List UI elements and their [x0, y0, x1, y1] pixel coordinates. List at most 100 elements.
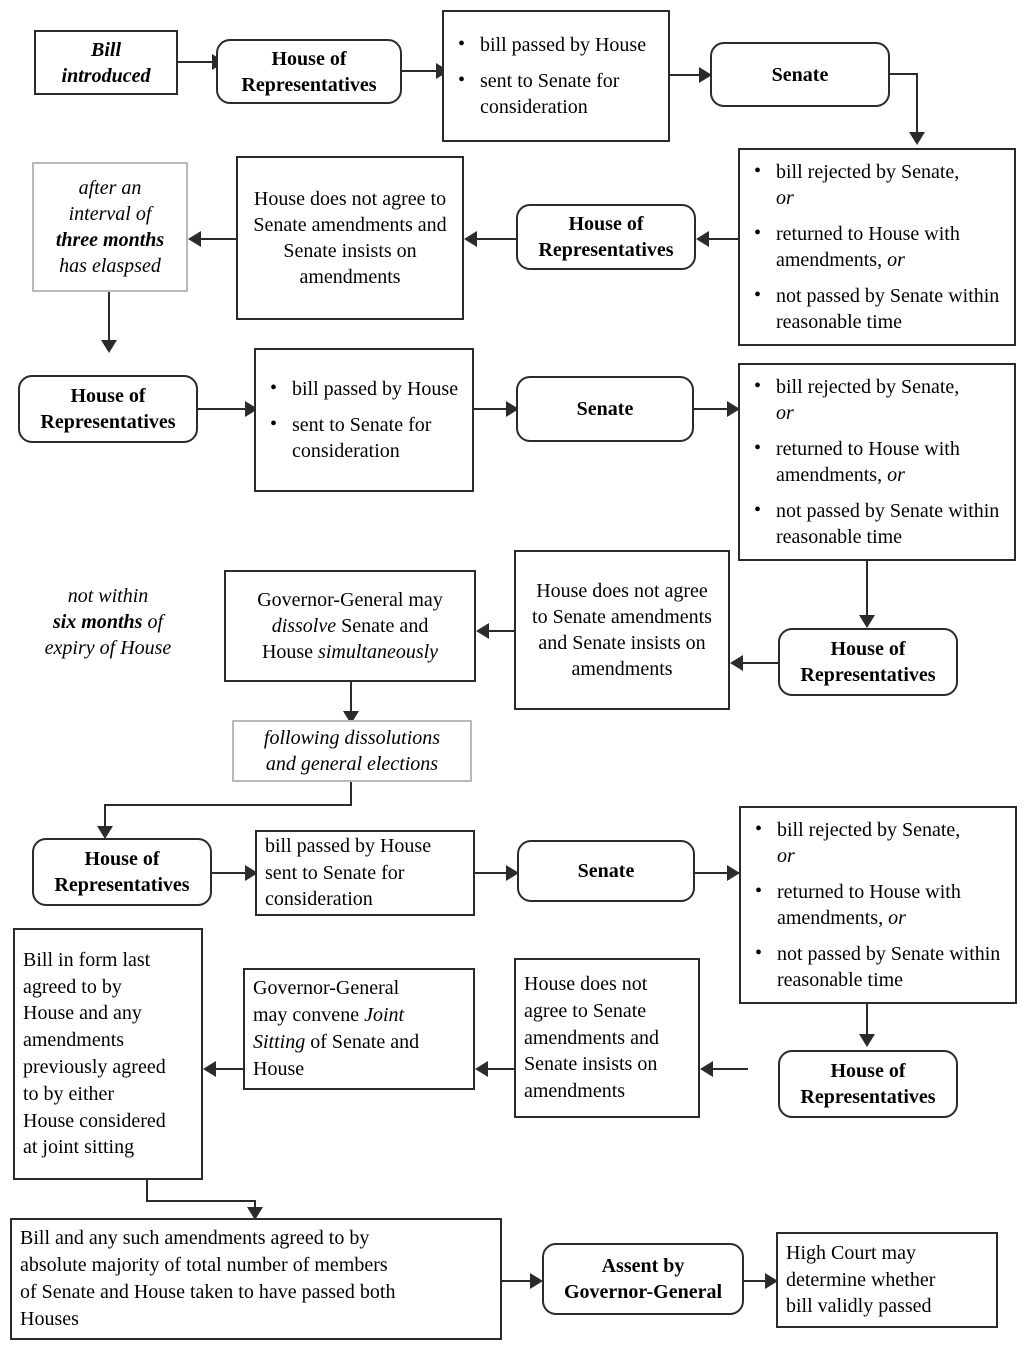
connector-billform-elbow-v1 [146, 1180, 148, 1202]
hor2-line-2: Representatives [538, 239, 674, 261]
bfl-line-5: previously agreed [23, 1056, 166, 1078]
arrowhead-disagree1-to-threemonths [188, 231, 201, 247]
arrowhead-hor4-to-disagree2 [730, 655, 743, 671]
connector-disagree3-to-jointsitting [477, 1068, 515, 1070]
node-bill-passed-1: bill passed by House sent to Senate for … [442, 10, 670, 142]
passed-both-lines: Bill and any such amendments agreed to b… [12, 1225, 500, 1332]
node-house-of-representatives-5: House of Representatives [32, 838, 212, 906]
arrowhead-senate1-to-rejected1 [909, 132, 925, 145]
rej2-text: returned to House with amendments, [776, 438, 960, 486]
hor1-line-2: Representatives [241, 73, 377, 96]
hc-line-1: High Court may [786, 1241, 916, 1264]
js-of-senate: of Senate and [310, 1031, 420, 1053]
node-bill-form-last-agreed: Bill in form last agreed to by House and… [13, 928, 203, 1180]
connector-dissolve-to-following [350, 682, 352, 718]
connector-bill-to-hor1 [178, 61, 216, 63]
arrowhead-senate3-to-rejected3 [727, 865, 740, 881]
hor5-line-2: Representatives [54, 874, 190, 896]
list-item: returned to House with amendments, or [751, 878, 1009, 931]
hd-line-4: Senate insists on [524, 1053, 658, 1076]
senate-3-label: Senate [577, 860, 635, 882]
node-senate-1: Senate [710, 42, 890, 107]
node-senate-2: Senate [516, 376, 694, 442]
node-rejected-2: bill rejected by Senate, or returned to H… [738, 363, 1016, 561]
hc-line-2: determine whether [786, 1268, 936, 1291]
arrowhead-hor6-to-disagree3 [700, 1061, 713, 1077]
arrowhead-passed3-to-senate3 [506, 865, 519, 881]
connector-disagree1-to-threemonths [190, 238, 236, 240]
bfl-line-2: agreed to by [23, 975, 122, 998]
p3-line-3: consideration [265, 888, 373, 911]
connector-following-elbow-v1 [350, 782, 352, 806]
list-item: sent to Senate for consideration [266, 411, 466, 464]
list-item: returned to House with amendments, or [750, 435, 1008, 488]
js-may-convene: may convene [253, 1004, 360, 1027]
node-house-of-representatives-3: House of Representatives [18, 375, 198, 443]
bill-passed-2-list: bill passed by House sent to Senate for … [256, 375, 472, 464]
node-bill-passed-3: bill passed by House sent to Senate for … [255, 830, 475, 916]
node-house-of-representatives-4: House of Representatives [778, 628, 958, 696]
bfl-line-3: House and any [23, 1002, 142, 1025]
arrowhead-threemonths-to-hor3 [101, 340, 117, 353]
connector-hor2-to-disagree1 [466, 238, 516, 240]
simultaneously-word: simultaneously [318, 641, 439, 663]
p3-line-2: sent to Senate for [265, 861, 405, 884]
bfl-line-4: amendments [23, 1029, 125, 1052]
rej1-or: or [776, 187, 794, 209]
connector-jointsitting-to-billform [205, 1068, 243, 1070]
hd-line-5: amendments [524, 1080, 626, 1103]
node-three-months: after an interval of three months has el… [32, 162, 188, 292]
rej2-text: returned to House with amendments, [777, 881, 961, 929]
hc-line-3: bill validly passed [786, 1295, 932, 1318]
rej2-or: or [887, 249, 905, 271]
hor6-line-1: House of [830, 1060, 906, 1082]
connector-assent-to-highcourt [744, 1280, 776, 1282]
rej1-or: or [777, 845, 795, 867]
node-house-disagree-2: House does not agree to Senate amendment… [514, 550, 730, 710]
js-line-4: House [253, 1057, 305, 1080]
js-line-3: Sitting of Senate and [253, 1029, 465, 1056]
list-item: returned to House with amendments, or [750, 220, 1008, 273]
node-rejected-3: bill rejected by Senate,or returned to H… [739, 806, 1017, 1004]
list-item: bill passed by House [454, 31, 662, 58]
connector-rejected1-to-hor2 [698, 238, 740, 240]
following-line-2: and general elections [265, 753, 439, 775]
rej2-or: or [887, 464, 905, 486]
arrowhead-disagree2-to-dissolve [476, 623, 489, 639]
hd-line-1: House does not [524, 973, 648, 995]
dissolve-word: dissolve [271, 615, 337, 637]
node-house-disagree-3: House does not agree to Senate amendment… [514, 958, 700, 1118]
pb-line-3: of Senate and House taken to have passed… [20, 1281, 396, 1303]
connector-disagree2-to-dissolve [478, 630, 516, 632]
p3-line-1: bill passed by House [265, 834, 432, 857]
node-six-months: not within six months of expiry of House [16, 572, 200, 672]
arrowhead-hor5-to-passed3 [245, 865, 258, 881]
hd-line-2: agree to Senate [524, 999, 647, 1022]
arrowhead-assent-to-highcourt [765, 1273, 778, 1289]
six-months-line-3: expiry of House [44, 637, 172, 659]
connector-billform-elbow-v2 [254, 1200, 256, 1212]
dissolve-house: House [261, 641, 314, 663]
rej1-text: bill rejected by Senate, [776, 376, 960, 398]
arrowhead-passed1-to-senate1 [699, 67, 712, 83]
node-senate-3: Senate [517, 840, 695, 902]
rej1-text: bill rejected by Senate, [776, 161, 960, 183]
hor3-line-2: Representatives [40, 411, 176, 433]
assent-line-2: Governor-General [563, 1281, 723, 1303]
connector-hor5-to-passed3 [212, 872, 258, 874]
arrowhead-rejected1-to-hor2 [696, 231, 709, 247]
connector-senate2-to-rejected2 [694, 408, 740, 410]
connector-passed1-to-senate1 [670, 74, 710, 76]
connector-following-elbow-h [104, 804, 352, 806]
hd-line-3: amendments and [524, 1026, 659, 1049]
list-item: not passed by Senate within reasonable t… [750, 497, 1008, 550]
house-disagree-2-text: House does not agree to Senate amendment… [532, 580, 712, 680]
senate-2-label: Senate [576, 398, 634, 420]
node-following-dissolutions: following dissolutions and general elect… [232, 720, 472, 782]
pb-line-2: absolute majority of total number of mem… [20, 1254, 388, 1277]
list-item: bill passed by House [266, 375, 466, 402]
connector-rejected2-to-hor4 [866, 561, 868, 621]
bill-form-last-lines: Bill in form last agreed to by House and… [15, 947, 201, 1161]
following-line-1: following dissolutions [263, 727, 441, 749]
three-months-line-1: after an [78, 177, 142, 199]
